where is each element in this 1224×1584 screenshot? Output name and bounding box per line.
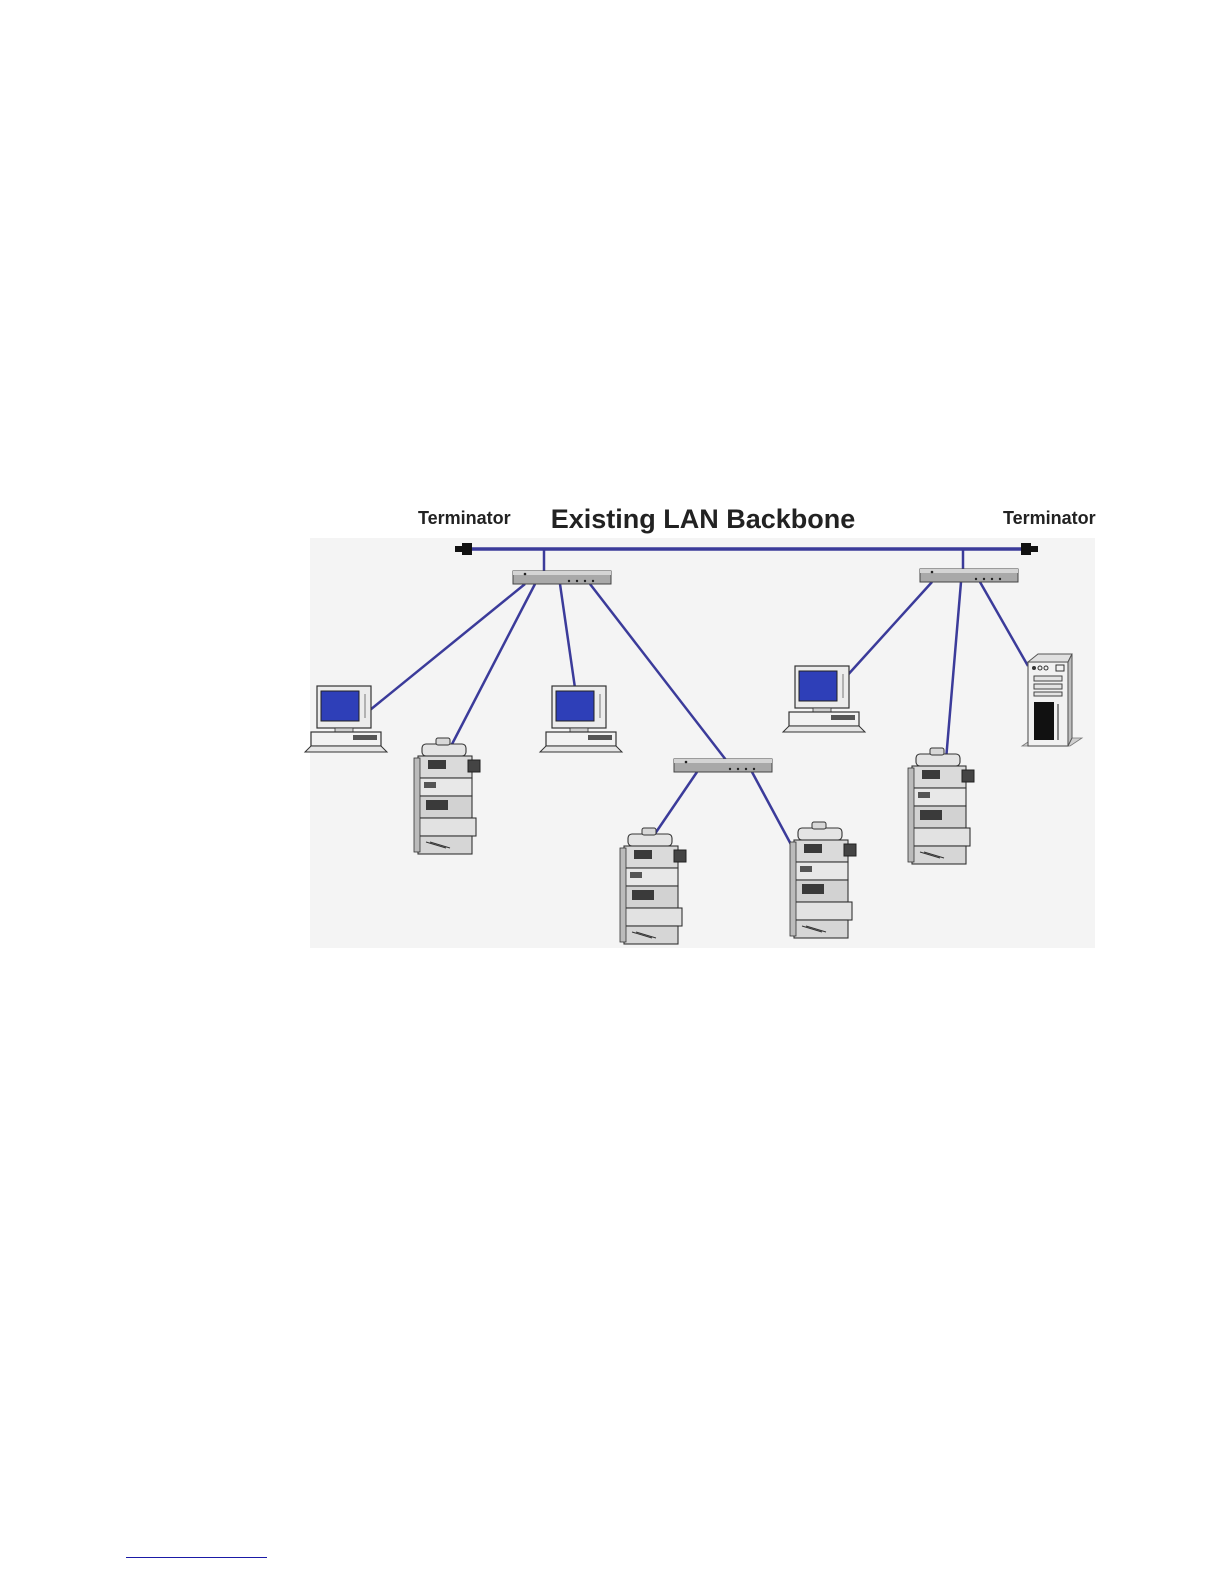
lan-topology-diagram: Existing LAN Backbone Terminator Termina…: [300, 498, 1100, 953]
backbone-title: Existing LAN Backbone: [551, 504, 856, 534]
terminator-left-label: Terminator: [418, 508, 511, 528]
network-hub-icon: [920, 569, 1018, 582]
footnote-separator: [126, 1557, 267, 1558]
terminator-right-label: Terminator: [1003, 508, 1096, 528]
network-hub-icon: [674, 759, 772, 772]
network-hub-icon: [513, 571, 611, 584]
